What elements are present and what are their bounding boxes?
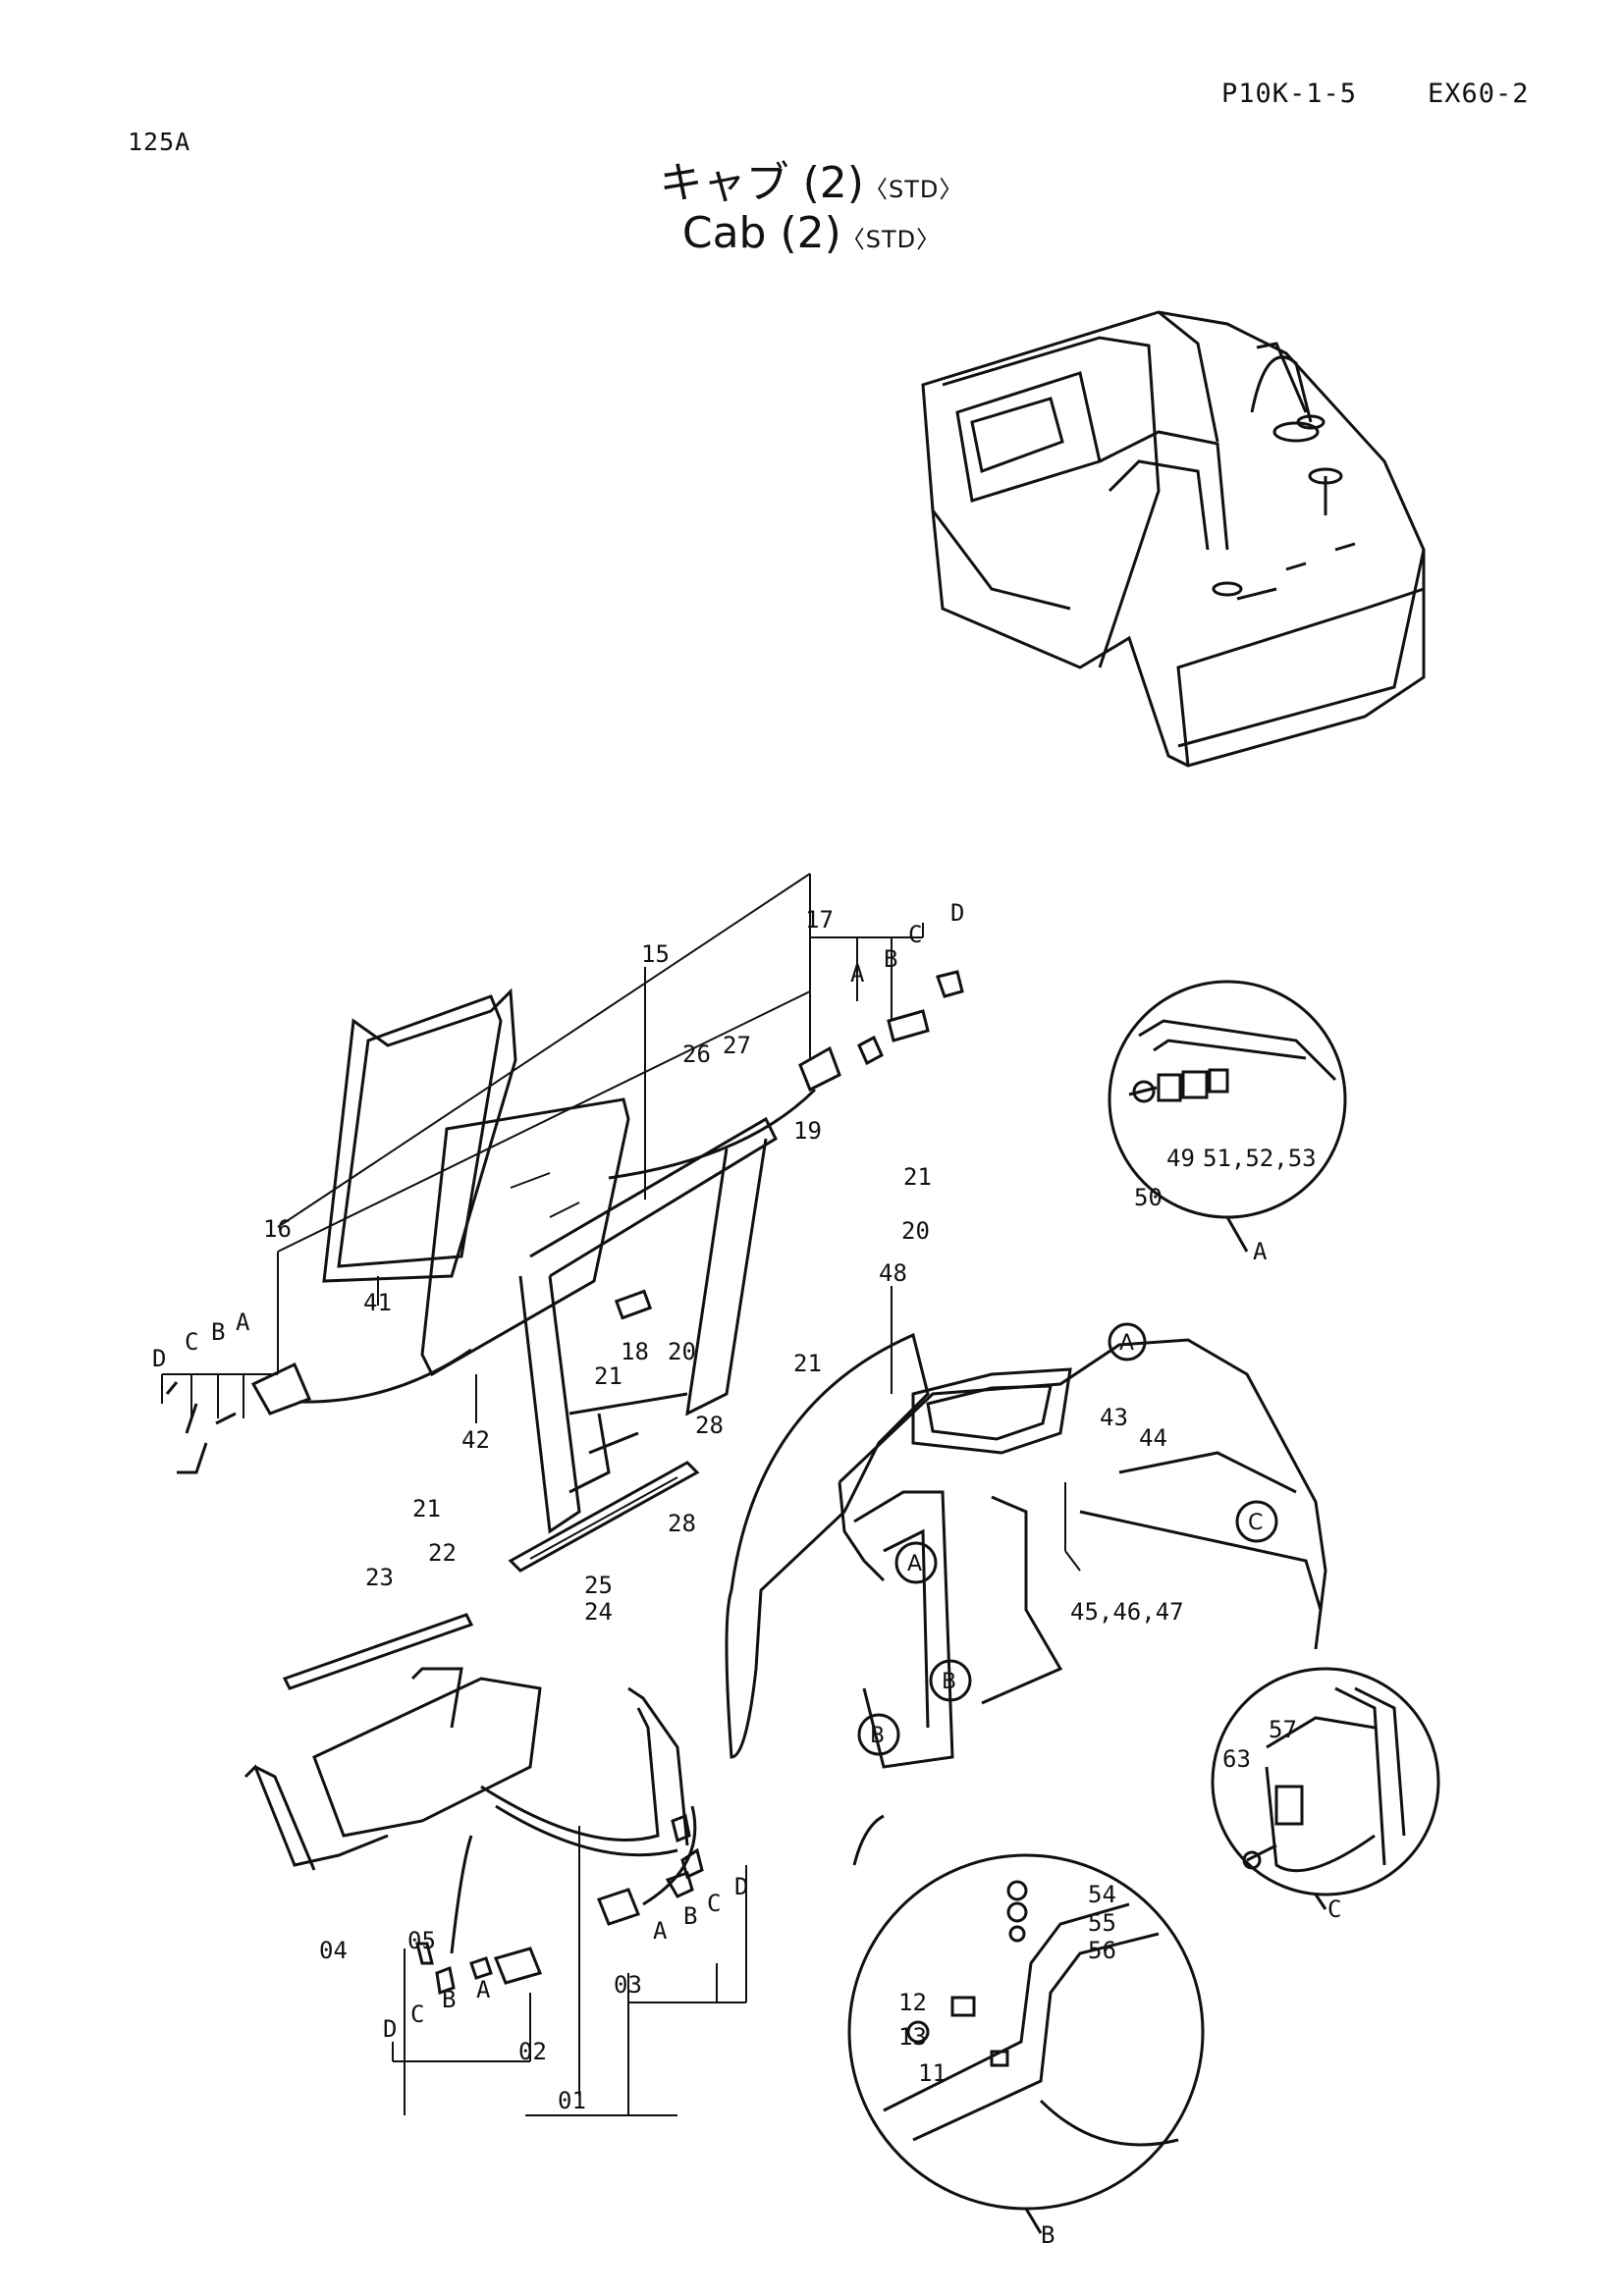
latch-lock-lower-right — [597, 1805, 704, 1926]
title-variant-en: 〈STD〉 — [840, 226, 942, 253]
label-25: 25 — [584, 1572, 613, 1599]
label-63: 63 — [1222, 1745, 1251, 1773]
callout-b-hinge-lower: B — [870, 1724, 885, 1748]
label-48: 48 — [879, 1259, 907, 1287]
sub-label-c-right: C — [707, 1890, 721, 1917]
front-glass-pane — [420, 1097, 630, 1377]
page-number: 125A — [128, 128, 191, 156]
sub-part-labels: A B C D A B C D A B C D A B C D — [152, 899, 964, 2043]
part-number-labels: 01 02 03 04 05 11 12 13 15 16 17 18 19 2… — [263, 906, 1317, 2114]
lower-window-frame — [243, 1667, 689, 1871]
label-28-lower: 28 — [668, 1510, 696, 1537]
label-16: 16 — [263, 1215, 292, 1243]
sub-label-b-bottom: B — [442, 1986, 456, 2013]
label-24: 24 — [584, 1598, 613, 1626]
machine-overview-illustration — [921, 310, 1426, 768]
label-04: 04 — [319, 1937, 348, 1964]
label-42: 42 — [461, 1426, 490, 1454]
label-18: 18 — [621, 1338, 649, 1365]
callout-a-door: A — [907, 1552, 922, 1576]
label-22: 22 — [428, 1539, 457, 1567]
model-number: EX60-2 — [1428, 79, 1530, 109]
leader-lines — [161, 873, 1081, 2116]
callout-a-upper: A — [1119, 1331, 1134, 1356]
label-15: 15 — [641, 940, 670, 968]
label-19: 19 — [793, 1117, 822, 1145]
document-number: P10K-1-5 — [1221, 79, 1358, 109]
label-11: 11 — [918, 2059, 947, 2087]
latch-lock-upper-right — [608, 970, 964, 1180]
label-01: 01 — [558, 2087, 586, 2114]
label-45-46-47: 45,46,47 — [1070, 1598, 1184, 1626]
label-05: 05 — [407, 1927, 436, 1954]
sub-label-b-left: B — [211, 1318, 225, 1346]
sub-label-d-left: D — [152, 1345, 166, 1372]
label-44: 44 — [1139, 1424, 1167, 1452]
sub-label-a-left: A — [236, 1308, 250, 1336]
title-english-text: Cab (2) — [681, 208, 841, 258]
label-56: 56 — [1088, 1937, 1116, 1964]
lower-glass-pane — [312, 1677, 542, 1838]
label-50: 50 — [1134, 1184, 1163, 1211]
label-13: 13 — [898, 2023, 927, 2051]
title-japanese: キャブ (2)〈STD〉 — [0, 147, 1623, 210]
detail-view-a: A — [1108, 980, 1347, 1265]
sub-label-d-bottom: D — [383, 2015, 397, 2043]
label-43: 43 — [1100, 1404, 1128, 1431]
label-57: 57 — [1269, 1716, 1297, 1743]
latch-lock-upper-left — [165, 1348, 472, 1474]
sub-label-a-top: A — [850, 960, 865, 988]
detail-view-a-label: A — [1253, 1238, 1268, 1265]
door-seal-weatherstrip — [725, 1332, 930, 1759]
title-variant-ja: 〈STD〉 — [863, 176, 964, 203]
sub-label-b-right: B — [683, 1902, 697, 1930]
bottom-sash-rail — [282, 1613, 474, 1690]
label-23: 23 — [365, 1564, 394, 1591]
label-55: 55 — [1088, 1909, 1116, 1937]
label-28-upper: 28 — [695, 1412, 724, 1439]
label-03: 03 — [614, 1971, 642, 1999]
sub-label-c-left: C — [185, 1328, 198, 1356]
label-21-top: 21 — [903, 1163, 932, 1191]
detail-view-c: C — [1211, 1667, 1440, 1923]
callout-c: C — [1248, 1511, 1263, 1535]
latch-lock-lower-left — [415, 1835, 543, 1996]
label-20-mid: 20 — [668, 1338, 696, 1365]
sub-label-a-right: A — [653, 1917, 668, 1945]
callout-b-hinge-upper: B — [942, 1670, 956, 1694]
label-12: 12 — [898, 1989, 927, 2016]
cab-body — [838, 1338, 1327, 1866]
label-17: 17 — [805, 906, 834, 934]
label-20-right: 20 — [901, 1217, 930, 1245]
label-21-lower: 21 — [412, 1495, 441, 1522]
label-49: 49 — [1166, 1145, 1195, 1172]
sub-label-d-right: D — [734, 1873, 748, 1900]
detail-view-b: B — [847, 1853, 1205, 2249]
upper-front-window-frame — [322, 988, 517, 1283]
label-51-52-53: 51,52,53 — [1203, 1145, 1317, 1172]
label-02: 02 — [518, 2038, 547, 2065]
label-27: 27 — [723, 1032, 751, 1059]
window-guide-rail-assembly — [518, 1116, 778, 1534]
sub-label-b-top: B — [884, 945, 897, 973]
sub-label-d-top: D — [950, 899, 964, 927]
lower-rail — [508, 1461, 700, 1573]
title-japanese-text: キャブ (2) — [659, 158, 864, 208]
label-41: 41 — [363, 1289, 392, 1316]
detail-view-c-label: C — [1327, 1896, 1341, 1923]
sub-label-c-top: C — [908, 921, 922, 948]
callouts: A A B B C — [857, 1322, 1278, 1756]
detail-view-b-label: B — [1041, 2221, 1055, 2249]
sub-label-c-bottom: C — [410, 2001, 424, 2028]
label-21-right: 21 — [793, 1350, 822, 1377]
label-26: 26 — [682, 1041, 711, 1068]
title-english: Cab (2)〈STD〉 — [0, 208, 1623, 258]
label-54: 54 — [1088, 1881, 1116, 1908]
label-21-mid: 21 — [594, 1362, 622, 1390]
sub-label-a-bottom: A — [476, 1976, 491, 2003]
